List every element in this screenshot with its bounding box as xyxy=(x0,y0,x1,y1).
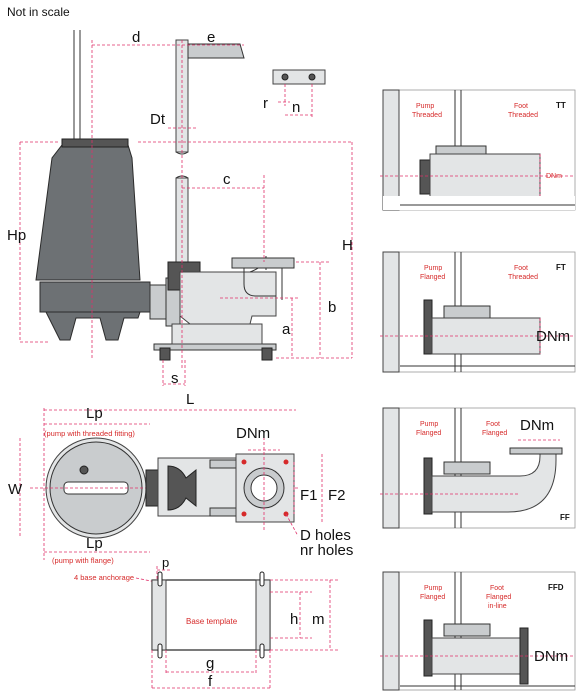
panel-tt: Pump Threaded Foot Threaded TT DNm xyxy=(380,89,576,211)
dim-g: g xyxy=(206,655,214,672)
discharge-flange xyxy=(231,257,295,269)
tt-right-l2: Threaded xyxy=(508,112,538,119)
ff-elbow xyxy=(431,451,557,513)
dim-b: b xyxy=(328,299,336,316)
pump-volute xyxy=(39,281,151,313)
dim-n: n xyxy=(292,99,300,116)
dim-f1: F1 xyxy=(300,487,318,504)
dim-dnm-top: DNm xyxy=(236,425,270,442)
dim-e: e xyxy=(207,29,215,46)
ffd-left-l1: Pump xyxy=(424,585,442,592)
dim-p: p xyxy=(162,555,169,570)
dim-h: H xyxy=(342,237,353,254)
tt-left-l2: Threaded xyxy=(412,112,442,119)
ff-dnm: DNm xyxy=(520,417,554,434)
ft-left-l2: Flanged xyxy=(420,274,445,281)
dim-d-holes: D holes xyxy=(300,527,351,544)
top-bracket xyxy=(187,43,245,59)
dim-lp-bottom: Lp xyxy=(86,535,103,552)
ft-right-l1: Foot xyxy=(514,265,528,272)
tt-code: TT xyxy=(556,101,566,110)
caption-lp-threaded: (pump with threaded fitting) xyxy=(44,429,135,438)
ff-left-l1: Pump xyxy=(420,421,438,428)
ffd-right-l2: Flanged xyxy=(486,594,511,601)
ffd-right-l1: Foot xyxy=(490,585,504,592)
tt-right-l1: Foot xyxy=(514,103,528,110)
dim-w: W xyxy=(8,481,23,498)
ff-code: FF xyxy=(560,513,570,522)
top-view: L Lp (pump with threaded fitting) W DNm xyxy=(8,391,353,565)
dim-s: s xyxy=(171,370,179,387)
tt-left-l1: Pump xyxy=(416,103,434,110)
caption-lp-flange: (pump with flange) xyxy=(52,556,114,565)
caption-base-anchorage: 4 base anchorage xyxy=(74,573,134,582)
ff-left-l2: Flanged xyxy=(416,430,441,437)
dim-m: m xyxy=(312,611,325,628)
dim-hp: Hp xyxy=(7,227,26,244)
ffd-left-l2: Flanged xyxy=(420,594,445,601)
dim-a: a xyxy=(282,321,291,338)
ff-right-l2: Flanged xyxy=(482,430,507,437)
not-in-scale-note: Not in scale xyxy=(7,5,70,19)
dim-d: d xyxy=(132,29,140,46)
dim-nr-holes: nr holes xyxy=(300,542,353,559)
dim-l: L xyxy=(186,391,194,408)
caption-base-template: Base template xyxy=(186,617,238,626)
tt-dnm: DNm xyxy=(546,173,562,180)
ffd-dnm: DNm xyxy=(534,648,568,665)
dim-f: f xyxy=(208,673,213,690)
dim-dt: Dt xyxy=(150,111,166,128)
ft-dnm: DNm xyxy=(536,328,570,345)
dim-r: r xyxy=(263,95,268,112)
ff-right-l1: Foot xyxy=(486,421,500,428)
dim-h-base: h xyxy=(290,611,298,628)
dim-c: c xyxy=(223,171,231,188)
ft-code: FT xyxy=(556,263,566,272)
ffd-right-l3: in-line xyxy=(488,603,507,610)
base-template-view: p 4 base anchorage Base template h m g f xyxy=(74,555,340,690)
ffd-code: FFD xyxy=(548,583,564,592)
pump-motor-body xyxy=(35,144,141,281)
ft-right-l2: Threaded xyxy=(508,274,538,281)
ft-left-l1: Pump xyxy=(424,265,442,272)
panel-ffd: Pump Flanged Foot Flanged in-line FFD DN… xyxy=(380,571,576,691)
panel-ft: Pump Flanged Foot Threaded FT DNm xyxy=(380,251,576,373)
dim-lp-top: Lp xyxy=(86,405,103,422)
dim-f2: F2 xyxy=(328,487,346,504)
panel-ff: Pump Flanged Foot Flanged DNm FF xyxy=(380,407,576,529)
side-view: d e Dt c Hp H b a s xyxy=(7,29,353,387)
